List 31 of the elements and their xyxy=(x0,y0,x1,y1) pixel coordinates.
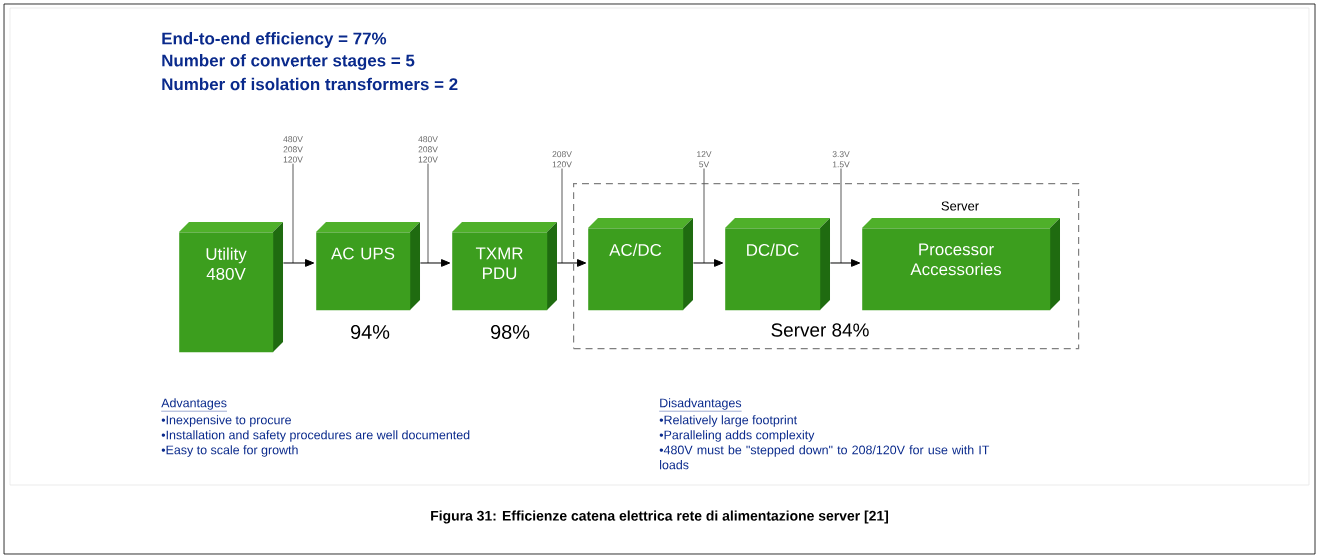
voltage-label: 480V 208V 120V xyxy=(283,136,303,163)
voltage-label: 3.3V 1.5V xyxy=(832,151,850,168)
title-line: End-to-end efficiency = 77% xyxy=(162,32,387,48)
disadvantages-heading: Disadvantages xyxy=(659,398,742,412)
block: DC/DC xyxy=(725,218,830,311)
arrow xyxy=(305,259,315,267)
title-line: Number of converter stages = 5 xyxy=(162,54,415,70)
efficiency-label: 94% xyxy=(351,324,390,340)
block: Processor Accessories xyxy=(862,218,1060,311)
voltage-label: 480V 208V 120V xyxy=(418,136,438,163)
disadvantage-item: •480V must be "stepped down" to 208/120V for use with IT loads xyxy=(659,445,990,470)
advantage-item: •Inexpensive to procure xyxy=(161,415,291,427)
advantage-item: •Installation and safety procedures are well documented xyxy=(161,430,470,442)
efficiency-label: Server xyxy=(941,201,979,211)
arrow xyxy=(851,259,861,267)
arrow xyxy=(441,259,451,267)
efficiency-label: 98% xyxy=(491,324,530,340)
disadvantage-item: •Paralleling adds complexity xyxy=(659,430,815,442)
advantages-heading: Advantages xyxy=(161,398,228,412)
arrow xyxy=(577,259,587,267)
block: AC/DC xyxy=(588,218,693,311)
caption: Figura 31: Efficienze catena elettrica rete di alimentazione server [21] xyxy=(431,510,888,524)
block: AC UPS xyxy=(316,222,420,311)
arrow xyxy=(714,259,724,267)
block: TXMR PDU xyxy=(452,222,557,311)
block: Utility 480V xyxy=(179,222,283,353)
voltage-label: 208V 120V xyxy=(552,151,572,168)
voltage-label: 12V 5V xyxy=(697,151,712,168)
disadvantage-item: •Relatively large footprint xyxy=(659,415,798,427)
title-line: Number of isolation transformers = 2 xyxy=(162,77,458,91)
advantage-item: •Easy to scale for growth xyxy=(161,445,298,457)
